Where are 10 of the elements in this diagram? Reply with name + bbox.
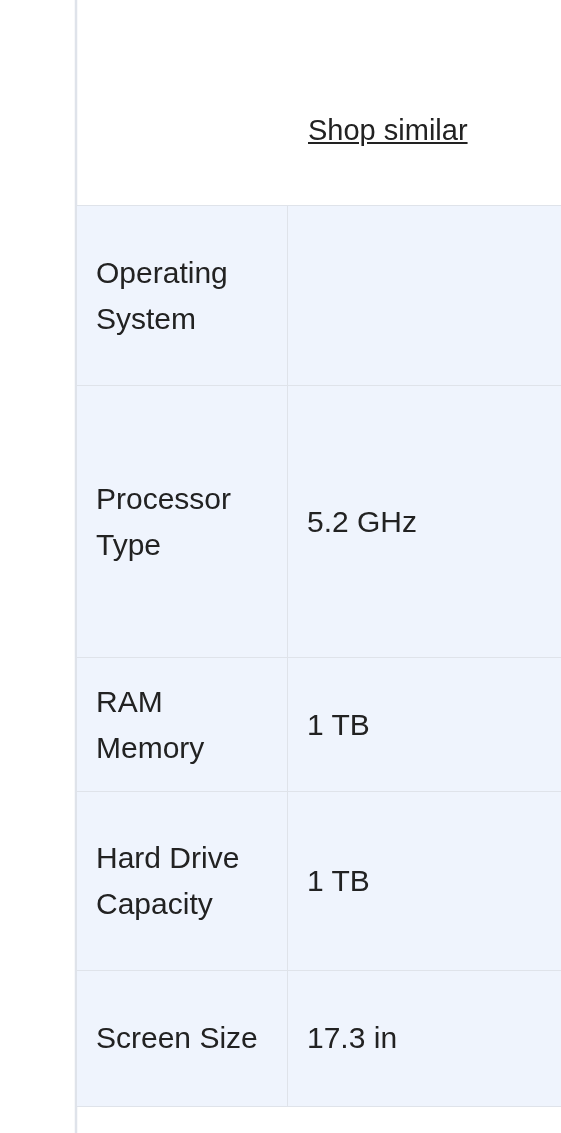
table-cell: Operating System (76, 205, 289, 387)
shop-similar-link: Shop similar (308, 113, 468, 148)
table-cell: 1 TB (287, 791, 561, 972)
table-cell: Screen Size (76, 970, 289, 1107)
table-cell: 1 TB (287, 657, 561, 793)
table-cell: Hard Drive Capacity (76, 791, 289, 972)
table-cell: RAM Memory (76, 657, 289, 793)
table-cell: 17.3 in (287, 970, 561, 1107)
table-cell: 5.2 GHz (287, 385, 561, 659)
table-cell: Processor Type (76, 385, 289, 659)
